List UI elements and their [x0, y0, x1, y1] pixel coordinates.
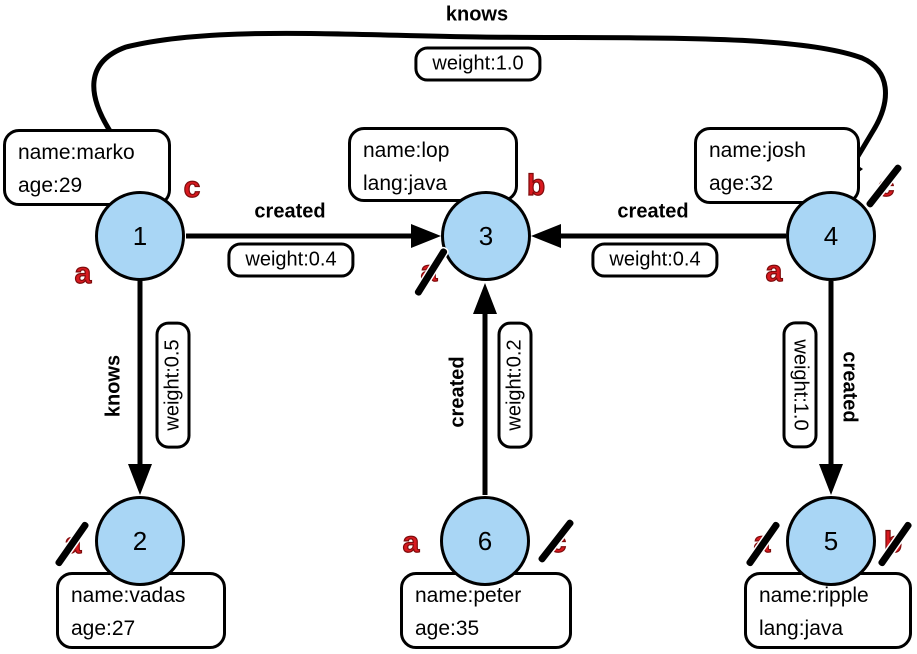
node-6: 6	[440, 496, 530, 586]
edge-created-4-3-arrowhead	[531, 224, 561, 248]
node-2: 2	[95, 496, 185, 586]
edge-created-6-3-arrowhead	[473, 283, 497, 314]
node-4-label: 4	[823, 220, 839, 251]
edge-label-created-1-3: created	[254, 200, 326, 223]
edge-created-4-5-arrowhead	[819, 464, 843, 495]
edge-created-1-3-arrowhead	[411, 224, 441, 248]
prop-line: name:peter	[415, 584, 522, 607]
props-vadas: name:vadas age:27	[56, 572, 226, 649]
node-4: 4	[786, 191, 876, 281]
prop-line: lang:java	[759, 617, 844, 640]
edge-label-created-4-5: created	[838, 351, 861, 423]
weight-box-created-4-3: weight:0.4	[591, 242, 719, 278]
edge-knows-1-4	[91, 30, 888, 174]
weight-box-knows-1-2: weight:0.5	[155, 321, 191, 449]
node-3: 3	[441, 191, 531, 281]
props-lop: name:lop lang:java	[348, 127, 518, 202]
node-1: 1	[95, 191, 185, 281]
prop-line: name:ripple	[759, 584, 869, 607]
prop-line: name:lop	[363, 139, 450, 162]
prop-line: name:vadas	[71, 584, 186, 607]
edge-knows-1-2-arrowhead	[128, 464, 152, 495]
edge-label-knows-1-2: knows	[102, 354, 125, 418]
node-5-label: 5	[823, 525, 839, 556]
node-2-label: 2	[132, 525, 148, 556]
node-1-label: 1	[132, 220, 148, 251]
edge-label-knows-1-4: knows	[445, 3, 509, 26]
prop-line: name:josh	[709, 139, 806, 162]
prop-line: age:35	[415, 617, 480, 640]
node-5: 5	[786, 496, 876, 586]
weight-box-created-4-5: weight:1.0	[782, 321, 818, 449]
edge-label-created-4-3: created	[617, 200, 689, 223]
node-6-label: 6	[477, 525, 493, 556]
prop-line: lang:java	[363, 172, 448, 195]
marker-v1-a: a	[74, 257, 92, 290]
prop-line: age:32	[709, 172, 774, 195]
weight-box-created-6-3: weight:0.2	[497, 321, 533, 449]
marker-v1-c: c	[183, 171, 201, 204]
marker-v4-a: a	[765, 255, 783, 288]
prop-line: name:marko	[18, 141, 135, 164]
weight-box-knows-1-4: weight:1.0	[414, 46, 542, 82]
marker-v6-a: a	[402, 526, 420, 559]
prop-line: age:27	[71, 617, 136, 640]
prop-line: age:29	[18, 174, 83, 197]
edge-label-created-6-3: created	[446, 356, 469, 428]
marker-v3-b: b	[526, 169, 546, 202]
weight-box-created-1-3: weight:0.4	[227, 242, 355, 278]
node-3-label: 3	[478, 220, 494, 251]
